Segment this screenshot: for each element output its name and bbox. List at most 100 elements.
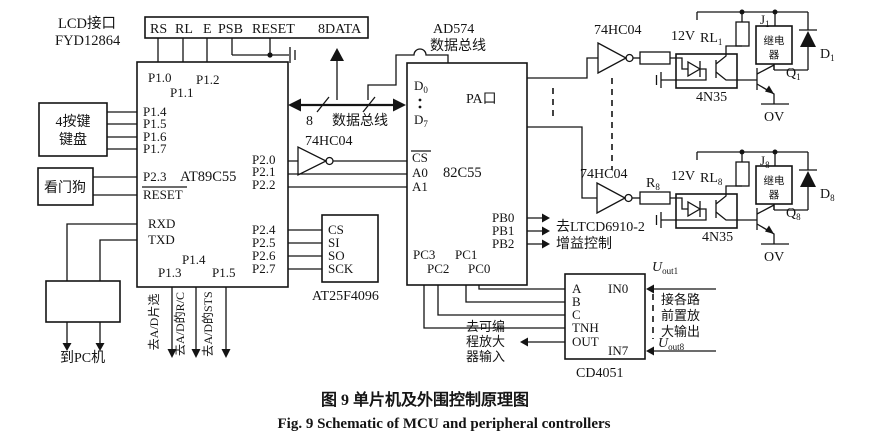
mcu-chip: P1.0 P1.2 P1.1 P1.4 P1.5 P1.6 P1.7 P2.3 … [136, 61, 289, 288]
ppi-pin-pb0: PB0 [492, 210, 514, 225]
mcu-name: AT89C55 [180, 169, 236, 185]
ppi-name: 82C55 [443, 165, 482, 181]
pa-channel-wires [527, 57, 598, 199]
mcu-pin-p13: P1.3 [158, 265, 181, 280]
watchdog-wires [93, 176, 137, 196]
mcu-pin-p14: P1.4 [143, 104, 167, 119]
gnd-label: OV [764, 250, 784, 265]
mux-box [564, 273, 646, 360]
mux-pin-a: A [572, 281, 582, 296]
keyboard-module: 4按键 键盘 [38, 102, 137, 157]
keyboard-label-2: 键盘 [59, 131, 87, 148]
inverter-triangle-icon [597, 41, 628, 75]
mcu-pin-rxd: RXD [148, 216, 175, 231]
mcu-pin-p15: P1.5 [143, 116, 166, 131]
opto-transistor-wires [715, 185, 757, 221]
gain-control: 去LTCD6910-2 增益控制 [527, 213, 645, 252]
mux-pin-tnh: TNH [572, 320, 599, 335]
opto-led-icon [687, 200, 702, 218]
adc-signal-label-1: 去A/D片选 [147, 294, 161, 351]
opto-label: 4N35 [702, 230, 733, 245]
lcd-pin-reset: RESET [252, 22, 295, 37]
mux-pin-c: C [572, 307, 581, 322]
relay-circuit-1: 74HC04 4N35 12V RL1 J1 继电 器 D1 Q1 [594, 9, 835, 125]
preamp-note-3: 大输出 [661, 324, 700, 339]
inverter-cs: 74HC04 [288, 134, 407, 188]
right-arrow-icon [542, 226, 550, 236]
mux-pin-b: B [572, 294, 581, 309]
ground-icon [655, 72, 662, 88]
mcu-pin-p27: P2.7 [252, 261, 276, 276]
opto-led-icon [687, 60, 702, 78]
down-arrow-icon [167, 349, 177, 358]
uout8-label: Uout8 [658, 336, 685, 352]
watchdog-module: 看门狗 [37, 167, 137, 206]
mcu-pin-txd: TXD [148, 232, 175, 247]
ad574-label-2: 数据总线 [430, 38, 486, 54]
watchdog-label: 看门狗 [44, 180, 86, 196]
mcu-pin-p11: P1.1 [170, 85, 193, 100]
pc-mux-wires [423, 285, 565, 329]
series-resistor-label: R8 [646, 176, 660, 192]
flash-pin-so: SO [328, 248, 345, 263]
inverter-label: 74HC04 [594, 23, 641, 38]
adc-signal-stems [171, 287, 227, 350]
flyback-diode-icon [800, 171, 816, 187]
relay-circuit-8: 74HC04 R8 4N35 12V RL8 J8 继电 器 D8 [580, 149, 835, 265]
flash-pin-cs: CS [328, 222, 344, 237]
supply-label: 12V [671, 29, 695, 44]
ellipsis-dot [418, 98, 422, 102]
mux-pin-in0: IN0 [608, 281, 628, 296]
flyback-diode-icon [800, 31, 816, 47]
rail-12v [696, 11, 808, 20]
ppi-pin-d7: D7 [414, 112, 428, 129]
diode-label: D8 [820, 187, 835, 203]
mux-name: CD4051 [576, 366, 623, 381]
figure-caption: 图 9 单片机及外围控制原理图 Fig. 9 Schematic of MCU … [277, 390, 610, 432]
mcu-pin-p16: P1.6 [143, 129, 167, 144]
bus-arrow-right-icon [393, 98, 406, 112]
optocoupler-box [675, 193, 738, 229]
ppi-pin-pc0: PC0 [468, 261, 490, 276]
flash-pin-si: SI [328, 235, 340, 250]
lcd-pin-rl: RL [175, 22, 193, 37]
capacitor-ground-icon [289, 47, 296, 63]
ellipsis-dot [418, 105, 422, 109]
serial-wires [66, 223, 137, 281]
supply-label: 12V [671, 169, 695, 184]
series-resistor-icon [639, 191, 671, 205]
adc-signal-label-3: 去A/D的STS [200, 291, 215, 356]
optocoupler-box [675, 53, 738, 89]
ppi-pa-label: PA口 [466, 92, 497, 107]
keyboard-wires [107, 111, 137, 150]
mcu-pin-p26: P2.6 [252, 248, 276, 263]
right-arrow-icon [542, 213, 550, 223]
bus-to-ad574 [367, 48, 449, 100]
flash-wires [288, 229, 322, 270]
opto-led-cathode-wire [661, 208, 707, 221]
lcd-pin-rs: RS [150, 22, 167, 37]
ppi-pin-pc2: PC2 [427, 261, 449, 276]
junction-dot [267, 52, 273, 58]
serial-box [45, 280, 121, 323]
lcd-pin-psb: PSB [218, 22, 243, 37]
preamp-note-1: 接各路 [661, 292, 700, 307]
watchdog-box [37, 167, 94, 206]
relay-coil-label-1: 继电 [764, 34, 785, 47]
down-arrow-icon [62, 343, 72, 351]
opto-transistor-wires [715, 45, 757, 81]
ppi-chip: D0 D7 PA口 CS A0 82C55 A1 PB0 PB1 PB2 PC3… [406, 62, 528, 286]
gnd-label: OV [764, 110, 784, 125]
ppi-pin-pb2: PB2 [492, 236, 514, 251]
ground-icon [655, 212, 662, 228]
mcu-ppi-wires [288, 160, 407, 188]
pullup-resistor-icon [735, 161, 750, 187]
lcd-wires [157, 38, 208, 62]
lcd-pin-8data: 8DATA [318, 22, 362, 37]
mcu-pin-p12: P1.2 [196, 72, 219, 87]
ppi-pin-pc3: PC3 [413, 247, 435, 262]
inverter-label: 74HC04 [580, 167, 627, 182]
lcd-name-line1: LCD接口 [58, 15, 116, 32]
